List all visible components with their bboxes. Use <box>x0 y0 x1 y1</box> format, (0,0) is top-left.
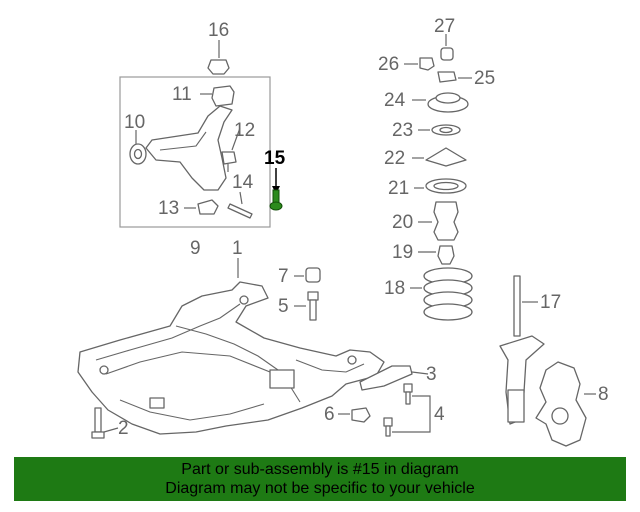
info-banner: Part or sub-assembly is #15 in diagram D… <box>14 457 626 501</box>
part-15-bolt <box>269 168 283 211</box>
callout-16: 16 <box>208 20 229 41</box>
callout-8: 8 <box>598 384 609 405</box>
part-5-stud <box>307 291 319 321</box>
callout-15: 15 <box>264 148 286 169</box>
callout-17: 17 <box>540 292 561 313</box>
part-7-bushing <box>305 267 321 283</box>
parts-diagram: 1 2 3 4 5 6 7 8 9 10 11 12 13 14 15 16 1… <box>77 16 609 447</box>
callout-18: 18 <box>384 278 405 299</box>
callout-1: 1 <box>232 238 243 259</box>
callout-14: 14 <box>232 172 254 193</box>
part-16-nut <box>207 40 230 75</box>
callout-4: 4 <box>434 404 445 425</box>
callout-labels: 1 2 3 4 5 6 7 8 9 10 11 12 13 14 15 16 1… <box>118 16 609 439</box>
part-3-bracket <box>359 365 413 391</box>
callout-22: 22 <box>384 148 405 169</box>
callout-20: 20 <box>392 212 413 233</box>
callout-13: 13 <box>158 198 179 219</box>
callout-27: 27 <box>434 16 455 37</box>
callout-7: 7 <box>278 266 289 287</box>
banner-line-1: Part or sub-assembly is #15 in diagram <box>181 461 459 478</box>
callout-2: 2 <box>118 418 129 439</box>
crossmember <box>77 281 385 435</box>
callout-12: 12 <box>234 120 255 141</box>
banner-line-2: Diagram may not be specific to your vehi… <box>165 480 475 497</box>
callout-3: 3 <box>426 364 437 385</box>
leader-lines <box>103 63 596 433</box>
callout-6: 6 <box>324 404 335 425</box>
callout-23: 23 <box>392 120 413 141</box>
control-arm-assembly <box>119 76 271 228</box>
callout-19: 19 <box>392 242 413 263</box>
callout-9: 9 <box>190 238 201 259</box>
part-8-knuckle <box>535 361 587 447</box>
callout-26: 26 <box>378 54 399 75</box>
callout-24: 24 <box>384 90 406 111</box>
callout-25: 25 <box>474 68 495 89</box>
part-2-bolt <box>91 407 105 439</box>
part-4-bolts <box>383 383 413 437</box>
part-6-cap <box>351 407 371 423</box>
callout-10: 10 <box>124 112 145 133</box>
callout-5: 5 <box>278 296 289 317</box>
callout-21: 21 <box>388 178 409 199</box>
part-17-strut <box>499 275 545 425</box>
callout-11: 11 <box>172 84 192 105</box>
strut-stack <box>419 34 473 321</box>
